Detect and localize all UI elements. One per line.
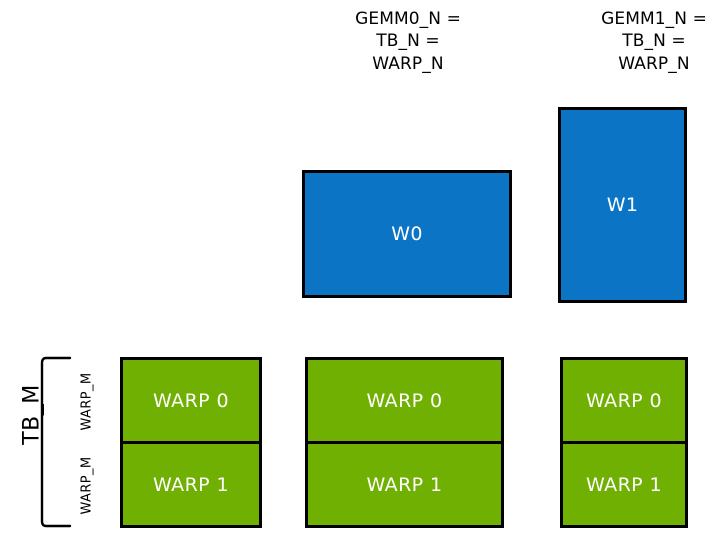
blue-box-w0: W0 xyxy=(302,170,512,298)
tb-m-label: TB_M xyxy=(19,384,45,445)
blue-box-w1-label: W1 xyxy=(606,194,639,216)
green-cell-col0-warp1: WARP 1 xyxy=(120,441,262,528)
blue-box-w0-label: W0 xyxy=(391,223,423,245)
green-cell-col2-warp1: WARP 1 xyxy=(560,441,688,528)
warp-m-label-bottom: WARP_M xyxy=(79,456,95,515)
caption-gemm0-n: GEMM0_N = TB_N = WARP_N xyxy=(355,9,461,74)
green-cell-col1-warp0: WARP 0 xyxy=(305,357,504,444)
blue-box-w1: W1 xyxy=(558,107,687,303)
caption-gemm1-n: GEMM1_N = TB_N = WARP_N xyxy=(601,9,707,74)
green-cell-col0-warp0-label: WARP 0 xyxy=(153,389,229,412)
green-cell-col2-warp0-label: WARP 0 xyxy=(586,389,662,412)
green-cell-col1-warp1-label: WARP 1 xyxy=(366,473,443,496)
green-cell-col2-warp0: WARP 0 xyxy=(560,357,688,444)
warp-m-label-top: WARP_M xyxy=(79,372,95,431)
green-cell-col1-warp0-label: WARP 0 xyxy=(366,389,443,412)
green-cell-col0-warp0: WARP 0 xyxy=(120,357,262,444)
green-cell-col2-warp1-label: WARP 1 xyxy=(586,473,662,496)
green-cell-col1-warp1: WARP 1 xyxy=(305,441,504,528)
green-column-2: WARP 0 WARP 1 xyxy=(560,357,688,528)
green-column-0: WARP 0 WARP 1 xyxy=(120,357,262,528)
tb-m-bracket-icon xyxy=(40,356,72,528)
green-column-1: WARP 0 WARP 1 xyxy=(305,357,504,528)
green-cell-col0-warp1-label: WARP 1 xyxy=(153,473,229,496)
